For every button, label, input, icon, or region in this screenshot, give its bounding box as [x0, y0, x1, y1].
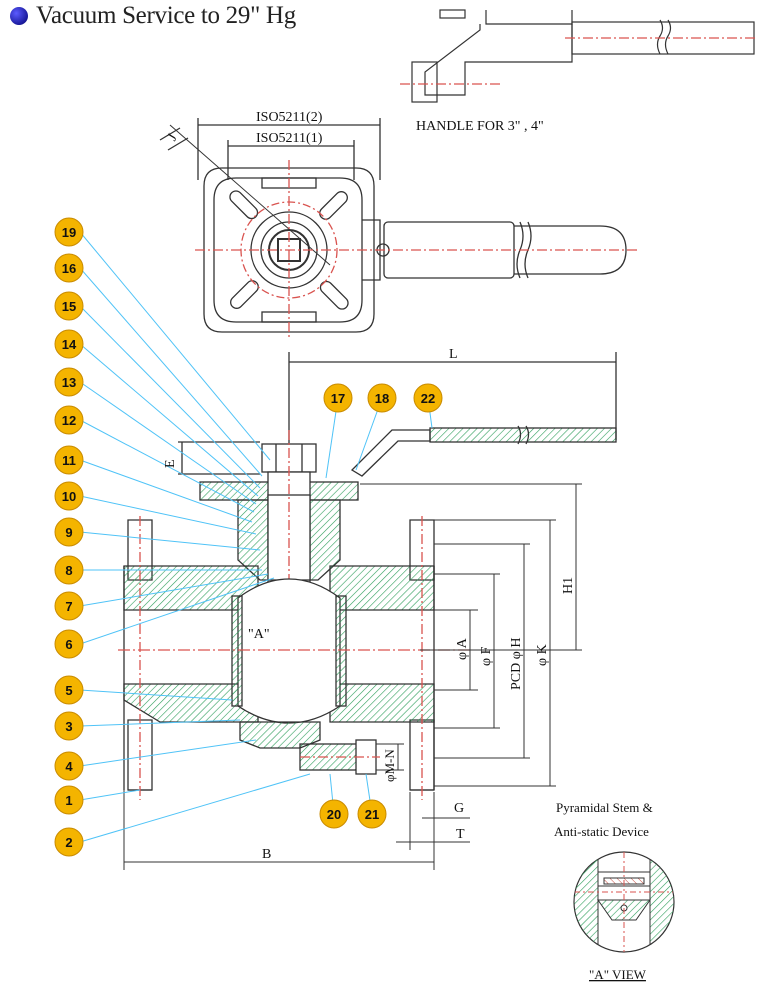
iso5211-2-label: ISO5211(2): [256, 110, 323, 125]
T-dimension: T: [456, 827, 465, 842]
pcd-H-dimension: PCD φ H: [509, 638, 524, 690]
E-dimension: E: [163, 459, 178, 468]
svg-text:17: 17: [331, 391, 345, 406]
bullet-icon: [10, 7, 28, 25]
balloon-13: 13: [54, 367, 84, 397]
svg-text:4: 4: [65, 759, 73, 774]
svg-text:10: 10: [62, 489, 76, 504]
balloon-4: 4: [54, 751, 84, 781]
leader-lines: [79, 231, 433, 843]
balloon-16: 16: [54, 253, 84, 283]
svg-text:7: 7: [65, 599, 72, 614]
svg-text:9: 9: [65, 525, 72, 540]
balloon-18: 18: [367, 383, 397, 413]
balloon-2: 2: [54, 827, 84, 857]
anti-static-label: Anti-static Device: [554, 824, 649, 839]
balloon-8: 8: [54, 555, 84, 585]
svg-text:12: 12: [62, 413, 76, 428]
pyramidal-stem-label: Pyramidal Stem &: [556, 800, 653, 815]
G-dimension: G: [454, 801, 464, 816]
balloon-3: 3: [54, 711, 84, 741]
svg-text:6: 6: [65, 637, 72, 652]
balloon-7: 7: [54, 591, 84, 621]
balloon-12: 12: [54, 405, 84, 435]
a-view-detail: [573, 851, 675, 953]
header-title: Vacuum Service to 29" Hg: [36, 2, 296, 29]
svg-text:22: 22: [421, 391, 435, 406]
M-N-dimension: φM-N: [382, 749, 397, 782]
balloon-22: 22: [413, 383, 443, 413]
handle-label: HANDLE FOR 3" , 4": [416, 119, 544, 134]
svg-text:5: 5: [65, 683, 72, 698]
phi-F-dimension: φ F: [479, 646, 494, 666]
svg-text:15: 15: [62, 299, 76, 314]
phi-K-dimension: φ K: [535, 644, 550, 666]
svg-text:20: 20: [327, 807, 341, 822]
svg-text:21: 21: [365, 807, 379, 822]
view-a-marker: "A": [248, 627, 270, 642]
balloon-20: 20: [319, 799, 349, 829]
balloon-17: 17: [323, 383, 353, 413]
balloon-11: 11: [54, 445, 84, 475]
balloon-1: 1: [54, 785, 84, 815]
top-view: [159, 118, 640, 340]
svg-text:3: 3: [65, 719, 72, 734]
svg-text:13: 13: [62, 375, 76, 390]
L-dimension: L: [449, 347, 458, 362]
svg-text:16: 16: [62, 261, 76, 276]
balloon-19: 19: [54, 217, 84, 247]
svg-text:1: 1: [65, 793, 72, 808]
svg-text:8: 8: [65, 563, 72, 578]
a-view-label: "A" VIEW: [589, 967, 647, 982]
balloon-6: 6: [54, 629, 84, 659]
svg-text:18: 18: [375, 391, 389, 406]
header: Vacuum Service to 29" Hg: [10, 2, 296, 30]
balloon-10: 10: [54, 481, 84, 511]
balloon-15: 15: [54, 291, 84, 321]
B-dimension: B: [262, 847, 271, 862]
svg-text:19: 19: [62, 225, 76, 240]
section-view: [118, 352, 617, 870]
phi-A-dimension: φ A: [455, 637, 470, 660]
svg-text:2: 2: [65, 835, 72, 850]
balloon-9: 9: [54, 517, 84, 547]
svg-text:14: 14: [62, 337, 77, 352]
balloon-14: 14: [54, 329, 84, 359]
balloon-5: 5: [54, 675, 84, 705]
balloon-21: 21: [357, 799, 387, 829]
handle-sketch-small: [400, 9, 757, 103]
svg-text:11: 11: [62, 453, 76, 468]
H1-dimension: H1: [561, 577, 576, 594]
iso5211-1-label: ISO5211(1): [256, 131, 323, 146]
